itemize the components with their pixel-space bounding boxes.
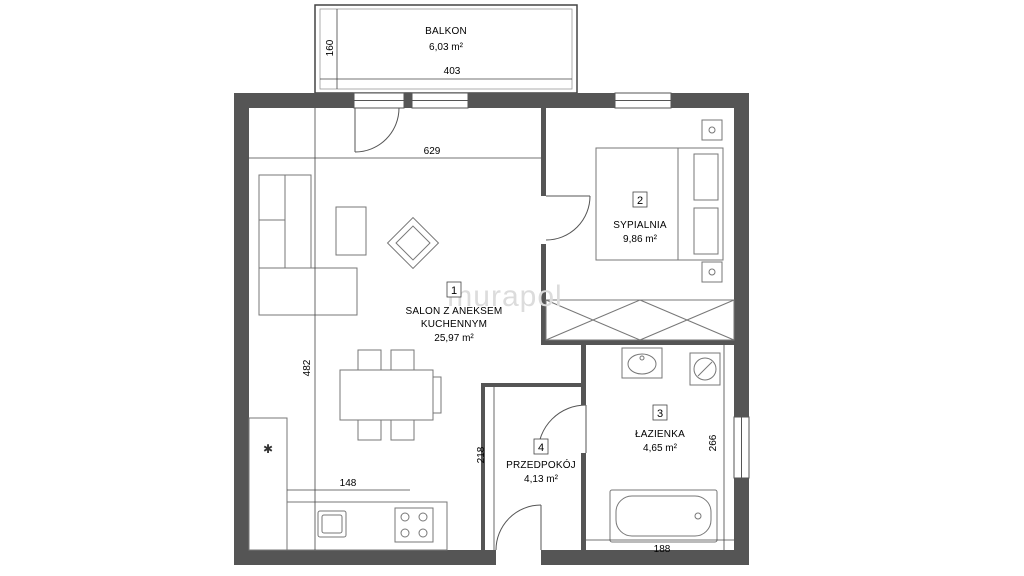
room-area: 9,86 m² [623,234,658,245]
room-number: 1 [451,285,457,297]
dim-hall-depth: 218 [476,446,487,463]
room-number: 4 [538,442,544,454]
dim-kitchen-width: 148 [340,478,357,489]
dim-bath-width: 188 [654,544,671,555]
room-label-salon: 1 SALON Z ANEKSEM KUCHENNYM 25,97 m² [406,281,503,344]
dim-living-depth: 482 [302,359,313,376]
room-name: SYPIALNIA [613,220,667,231]
room-area: 25,97 m² [434,333,474,344]
dim-living-width: 629 [424,146,441,157]
dim-bath-depth: 266 [708,434,719,451]
dimension-lines [249,108,734,550]
dim-balcony-depth: 160 [325,39,336,56]
fridge-icon: ✱ [263,442,273,456]
bedroom-furniture [545,119,735,341]
kitchen: ✱ [248,417,448,551]
room-number: 3 [657,408,663,420]
watermark: murapol [447,280,562,313]
room-label-przedpokoj: 4 PRZEDPOKÓJ 4,13 m² [506,438,576,485]
bath-fixtures [609,347,721,543]
balcony: BALKON 6,03 m² 160 403 [314,4,578,94]
room-name: KUCHENNYM [421,319,487,330]
room-name: PRZEDPOKÓJ [506,458,576,471]
room-label-sypialnia: 2 SYPIALNIA 9,86 m² [613,191,667,245]
room-area: 4,65 m² [643,443,678,454]
room-name: SALON Z ANEKSEM [406,306,503,317]
room-label-lazienka: 3 ŁAZIENKA 4,65 m² [635,404,685,454]
balcony-name: BALKON [425,26,467,37]
interior-walls [481,108,734,550]
balcony-area: 6,03 m² [429,42,464,53]
room-name: ŁAZIENKA [635,429,685,440]
dim-balcony-width: 403 [444,66,461,77]
outer-walls [234,93,749,565]
living-furniture [258,174,442,441]
windows [353,92,750,479]
room-number: 2 [637,195,643,207]
room-area: 4,13 m² [524,474,559,485]
